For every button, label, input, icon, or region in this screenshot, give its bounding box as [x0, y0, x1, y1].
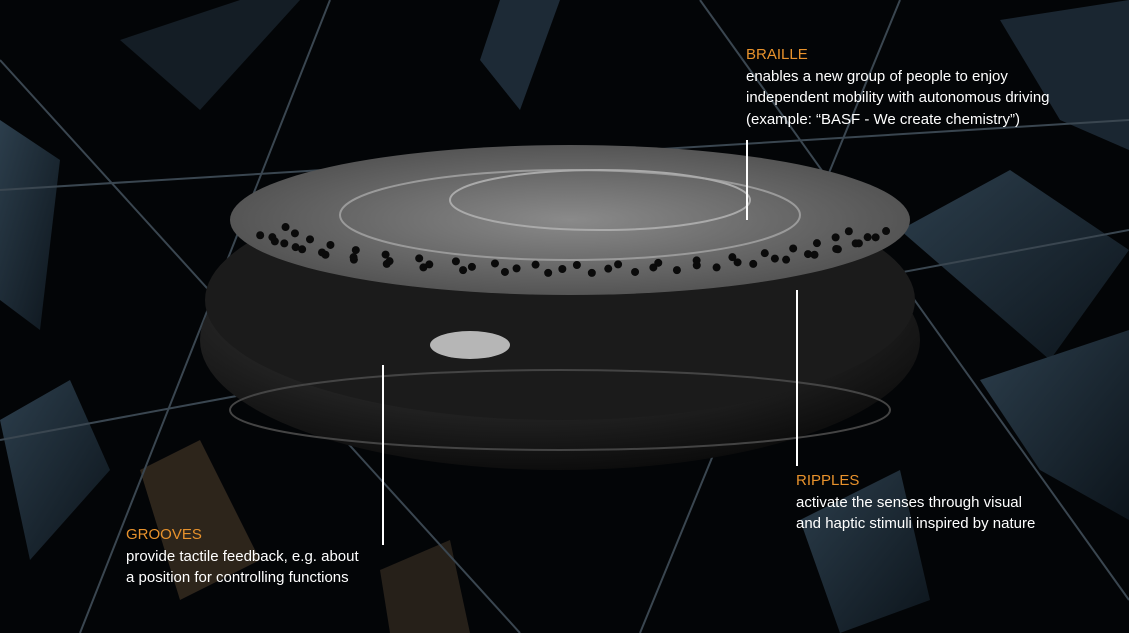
- braille-dot: [298, 245, 307, 254]
- braille-text-line: enables a new group of people to enjoy: [746, 67, 1008, 85]
- braille-dot: [512, 264, 521, 273]
- grooves-leader-line: [382, 365, 384, 545]
- braille-dot: [281, 223, 290, 232]
- braille-dot: [882, 227, 891, 236]
- ripples-leader-line: [796, 290, 798, 466]
- braille-dot: [290, 229, 299, 238]
- braille-text-line: (example: “BASF - We create chemistry”): [746, 110, 1020, 128]
- braille-dot: [863, 233, 872, 242]
- braille-dot: [451, 257, 460, 266]
- ripples-annotation: RIPPLES activate the senses through visu…: [796, 470, 1035, 535]
- braille-dot: [349, 253, 358, 262]
- braille-annotation: BRAILLE enables a new group of people to…: [746, 44, 1050, 130]
- braille-dot: [812, 239, 821, 248]
- braille-dot: [803, 250, 812, 259]
- braille-dot: [385, 257, 394, 266]
- braille-dot: [692, 256, 701, 265]
- grooves-title: GROOVES: [126, 526, 202, 543]
- braille-dot: [558, 264, 567, 273]
- braille-dot: [531, 260, 540, 269]
- braille-dot: [749, 259, 758, 268]
- braille-dot: [604, 264, 613, 273]
- braille-dot: [306, 235, 315, 244]
- braille-dot: [572, 260, 581, 269]
- braille-dot: [728, 253, 737, 262]
- braille-dot: [500, 267, 509, 276]
- braille-dot: [587, 268, 596, 277]
- braille-dot: [654, 258, 663, 267]
- braille-dot: [614, 260, 623, 269]
- braille-dot: [381, 250, 390, 259]
- braille-dot: [770, 254, 779, 263]
- braille-dot: [810, 250, 819, 259]
- braille-dot: [544, 268, 553, 277]
- braille-text-line: independent mobility with autonomous dri…: [746, 89, 1050, 106]
- braille-dot: [831, 233, 840, 242]
- braille-dot: [326, 240, 335, 249]
- braille-dot: [851, 239, 860, 248]
- braille-dot: [733, 258, 742, 267]
- grooves-text-line: provide tactile feedback, e.g. about: [126, 547, 359, 565]
- braille-dots: [256, 223, 891, 277]
- braille-dot: [672, 266, 681, 275]
- braille-dot: [631, 267, 640, 276]
- braille-dot: [760, 249, 769, 258]
- braille-dot: [467, 262, 476, 271]
- grooves-annotation: GROOVES provide tactile feedback, e.g. a…: [126, 524, 359, 589]
- braille-dot: [280, 239, 289, 248]
- braille-dot: [419, 263, 428, 272]
- braille-dot: [256, 231, 265, 240]
- braille-leader-line: [746, 140, 748, 220]
- braille-dot: [789, 244, 798, 253]
- grooves-text-line: a position for controlling functions: [126, 569, 349, 586]
- ripples-text-line: activate the senses through visual: [796, 493, 1022, 511]
- braille-dot: [291, 243, 300, 252]
- braille-dot: [833, 245, 842, 254]
- braille-dot: [459, 266, 468, 275]
- braille-dot: [270, 237, 279, 246]
- ripples-text-line: and haptic stimuli inspired by nature: [796, 515, 1036, 532]
- braille-dot: [490, 259, 499, 268]
- braille-dot: [782, 255, 791, 264]
- braille-dot: [712, 263, 721, 272]
- braille-dot: [844, 227, 853, 236]
- device-body: [200, 145, 920, 470]
- ripples-title: RIPPLES: [796, 472, 860, 489]
- braille-dot: [415, 254, 424, 263]
- braille-dot: [351, 246, 360, 255]
- braille-dot: [871, 233, 880, 242]
- braille-title: BRAILLE: [746, 46, 808, 63]
- braille-dot: [425, 260, 434, 269]
- braille-dot: [318, 248, 327, 257]
